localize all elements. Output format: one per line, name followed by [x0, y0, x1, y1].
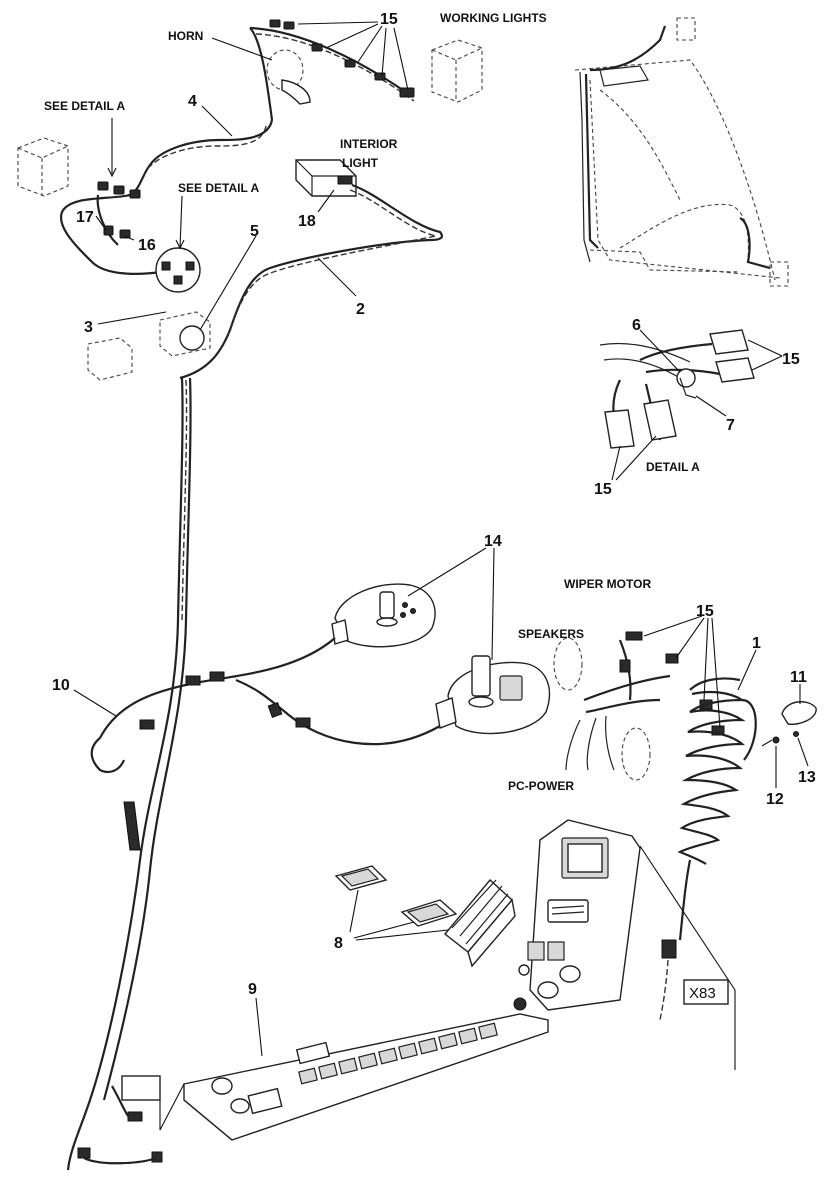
x83-label-box: X83: [683, 979, 729, 1005]
callout-15-wiper: 15: [696, 603, 714, 620]
joystick-upper-icon: [331, 583, 436, 648]
callout-8: 8: [334, 935, 343, 952]
label-see-detail-a-2: SEE DETAIL A: [178, 181, 259, 195]
callout-17: 17: [76, 209, 94, 226]
callout-5: 5: [250, 223, 259, 240]
connectors-15-top: [269, 19, 415, 98]
roof-harness: [17, 19, 483, 1171]
callout-6: 6: [632, 317, 641, 334]
callout-1: 1: [752, 635, 761, 652]
label-pc-power: PC-POWER: [508, 779, 574, 793]
joystick-lower-icon: [435, 655, 551, 735]
label-working-lights: WORKING LIGHTS: [440, 11, 547, 25]
label-detail-a: DETAIL A: [646, 460, 700, 474]
callout-7: 7: [726, 417, 735, 434]
connectors-16-17: [97, 181, 141, 239]
label-interior-light-2: LIGHT: [342, 156, 379, 170]
callout-3: 3: [84, 319, 93, 336]
leader-lines: [73, 21, 809, 1057]
label-interior-light-1: INTERIOR: [340, 137, 398, 151]
callout-4: 4: [188, 93, 197, 110]
callout-13: 13: [798, 769, 816, 786]
blank-label-box: [121, 1075, 161, 1101]
label-see-detail-a-1: SEE DETAIL A: [44, 99, 125, 113]
pedals: [334, 865, 516, 968]
working-light-icon: [431, 39, 483, 103]
coiled-cable-icon: [677, 677, 757, 941]
text-labels: HORN WORKING LIGHTS SEE DETAIL A SEE DET…: [44, 11, 816, 1005]
callout-14: 14: [484, 533, 502, 550]
callout-15-detail-bottom: 15: [594, 481, 612, 498]
callout-18: 18: [298, 213, 316, 230]
label-wiper-motor: WIPER MOTOR: [564, 577, 651, 591]
callout-16: 16: [138, 237, 156, 254]
callout-10: 10: [52, 677, 70, 694]
callout-15-detail-right: 15: [782, 351, 800, 368]
label-x83: X83: [689, 985, 716, 1002]
callout-2: 2: [356, 301, 365, 318]
x83-connector: [639, 845, 736, 1070]
bracket-icon: [761, 701, 817, 747]
connectors-15-detail-right: [709, 329, 755, 383]
detail-a-view: [599, 329, 755, 449]
joysticks: [90, 583, 551, 774]
wiper-speaker-harness: [553, 631, 817, 941]
console: [183, 819, 641, 1141]
callout-11: 11: [790, 669, 807, 686]
callout-12: 12: [766, 791, 784, 808]
callout-9: 9: [248, 981, 257, 998]
label-horn: HORN: [168, 29, 203, 43]
label-speakers: SPEAKERS: [518, 627, 584, 641]
callout-15-top: 15: [380, 11, 398, 28]
horn-icon: [266, 49, 311, 105]
interior-light-icon: [295, 159, 357, 197]
cab-outline: [574, 17, 789, 287]
connectors-15-detail-bottom: [604, 399, 677, 449]
console-switch-row: [298, 1022, 498, 1085]
left-working-light-icon: [17, 137, 69, 197]
